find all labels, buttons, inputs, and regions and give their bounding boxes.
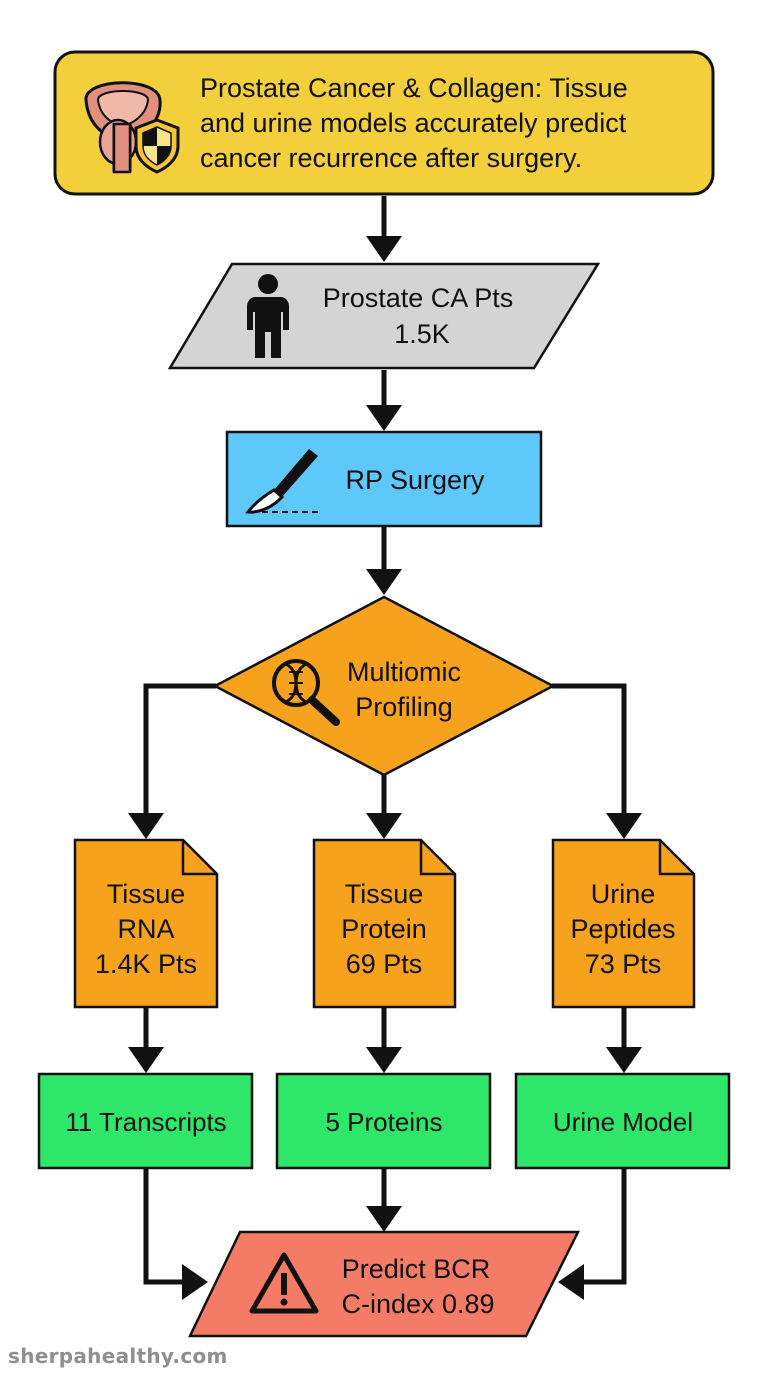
patients-node: Prostate CA Pts 1.5K (167, 262, 601, 370)
model-label: Urine Model (553, 1107, 693, 1137)
title-box: Prostate Cancer & Collagen: Tissue and u… (53, 50, 715, 196)
arrow-profiling-to-tissue-protein (366, 775, 402, 839)
warning-icon (249, 1252, 319, 1314)
outcome-line-2: C-index 0.89 (341, 1289, 494, 1319)
surgery-node: RP Surgery (225, 430, 543, 528)
model-label: 11 Transcripts (65, 1107, 226, 1137)
patients-count: 1.5K (394, 319, 450, 349)
arrow-patients-to-surgery (366, 370, 402, 431)
title-line-3: cancer recurrence after surgery. (200, 143, 582, 173)
dataset-line: Tissue (107, 879, 186, 909)
title-line-2: and urine models accurately predict (200, 108, 627, 138)
person-icon (247, 274, 289, 358)
model-urine: Urine Model (514, 1072, 731, 1170)
dataset-line: Urine (591, 879, 656, 909)
dataset-line: 1.4K Pts (95, 949, 197, 979)
title-line-1: Prostate Cancer & Collagen: Tissue (200, 73, 628, 103)
patients-label: Prostate CA Pts (323, 283, 514, 313)
dataset-urine-peptides: Urine Peptides 73 Pts (551, 838, 696, 1009)
dataset-line: Tissue (345, 879, 424, 909)
model-transcripts: 11 Transcripts (37, 1072, 254, 1170)
dataset-tissue-protein: Tissue Protein 69 Pts (312, 838, 457, 1009)
dataset-tissue-rna: Tissue RNA 1.4K Pts (73, 838, 219, 1009)
arrow-proteins-to-outcome (366, 1168, 402, 1232)
dataset-line: RNA (117, 914, 174, 944)
profiling-node: Multiomic Profiling (212, 595, 556, 777)
arrow-peptides-to-urine-model (606, 1008, 642, 1073)
footer-watermark: sherpahealthy.com (8, 1344, 228, 1368)
arrow-protein-to-proteins (366, 1008, 402, 1073)
prostate-shield-icon (84, 81, 180, 174)
arrow-title-to-patients (366, 196, 402, 262)
profiling-line-1: Multiomic (347, 657, 461, 687)
arrow-transcripts-to-outcome (143, 1168, 208, 1300)
dataset-line: Peptides (570, 914, 675, 944)
dataset-line: 73 Pts (585, 949, 662, 979)
outcome-node: Predict BCR C-index 0.89 (188, 1230, 581, 1338)
scalpel-icon (245, 449, 318, 514)
dataset-line: Protein (341, 914, 427, 944)
connectors (128, 196, 642, 1300)
dna-magnifier-icon (272, 659, 340, 726)
profiling-line-2: Profiling (355, 692, 453, 722)
surgery-label: RP Surgery (345, 465, 485, 495)
model-proteins: 5 Proteins (275, 1072, 492, 1170)
arrow-urine-model-to-outcome (558, 1168, 627, 1300)
dataset-line: 69 Pts (346, 949, 423, 979)
model-label: 5 Proteins (325, 1107, 442, 1137)
outcome-line-1: Predict BCR (342, 1254, 491, 1284)
arrow-profiling-to-tissue-rna (128, 683, 216, 839)
arrow-profiling-to-urine-peptides (552, 683, 642, 839)
arrow-rna-to-transcripts (128, 1008, 164, 1073)
arrow-surgery-to-profiling (366, 527, 402, 595)
